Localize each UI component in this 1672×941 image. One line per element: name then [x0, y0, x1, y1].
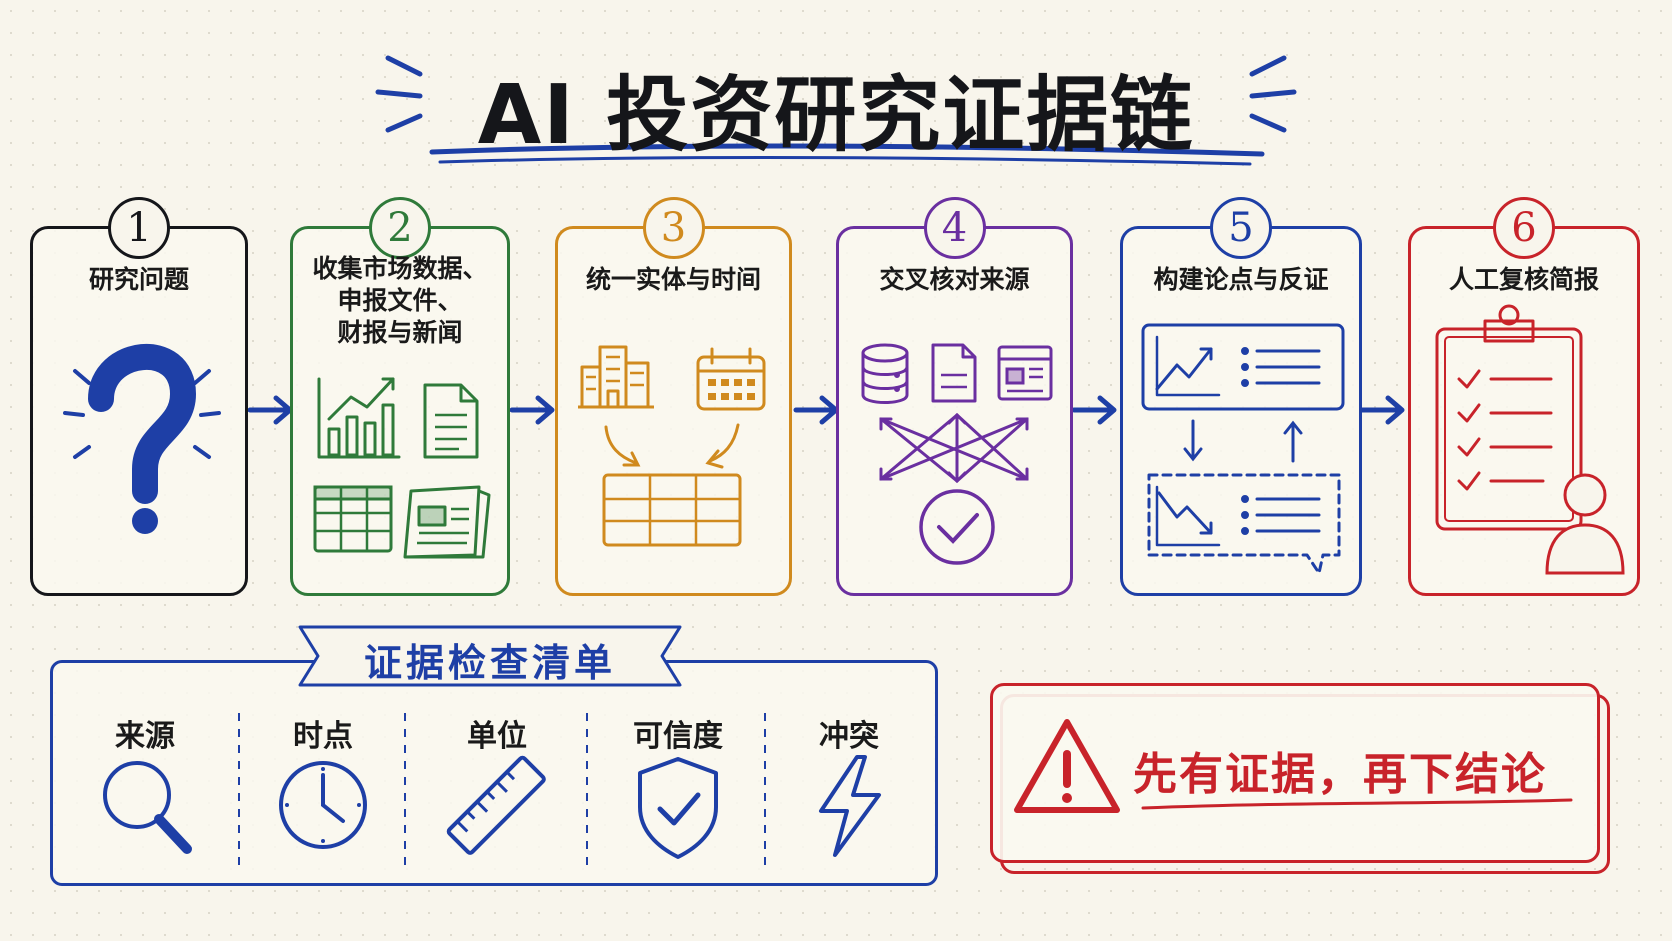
question-mark-icon [63, 344, 221, 534]
warning-triangle-icon [1014, 719, 1573, 813]
step-2-label: 收集市场数据、 申报文件、 财报与新闻 [312, 254, 488, 347]
checklist-dividers [238, 713, 766, 873]
checklist-title: 证据检查清单 [363, 641, 616, 685]
counter-evidence-card-icon [1147, 473, 1341, 575]
database-icon [861, 343, 909, 404]
report-icon [997, 345, 1053, 401]
checklist-item-label: 可信度 [633, 719, 723, 754]
step-1-card: 1 研究问题 [30, 197, 248, 596]
step-6-number: 6 [1493, 197, 1555, 259]
document-icon [931, 343, 977, 403]
warning-message: 先有证据，再下结论 [1133, 749, 1547, 800]
clock-icon [279, 761, 367, 849]
bar-chart-icon [317, 377, 401, 459]
step-5-label: 构建论点与反证 [1153, 265, 1329, 294]
step-6-card: 6 人工复核简报 [1408, 197, 1640, 596]
title-decoration [375, 55, 1297, 166]
calendar-icon [696, 347, 766, 411]
shield-check-icon [638, 757, 718, 859]
step-3-label: 统一实体与时间 [585, 265, 761, 294]
building-icon [578, 345, 654, 409]
warning-box: 先有证据，再下结论 [990, 683, 1600, 863]
table-icon [602, 473, 742, 547]
cross-check-arrows-icon [879, 412, 1029, 484]
step-6-label: 人工复核简报 [1448, 265, 1599, 294]
document-icon [423, 383, 479, 459]
step-5-number: 5 [1210, 197, 1272, 259]
ruler-icon [446, 755, 546, 855]
step-5-icons [1141, 323, 1345, 575]
checklist-item-label: 单位 [467, 719, 527, 754]
merge-arrows-icon [604, 423, 740, 469]
step-4-label: 交叉核对来源 [879, 265, 1030, 294]
newspaper-icon [403, 485, 491, 559]
exchange-arrows-icon [1183, 419, 1303, 463]
checklist-item-label: 时点 [293, 719, 353, 754]
step-5-card: 5 构建论点与反证 [1120, 197, 1362, 596]
checklist-item-conflict: 冲突 [769, 711, 929, 865]
evidence-checklist: 来源 时点 单位 可信度 冲突 [50, 660, 938, 886]
checklist-item-credibility: 可信度 [598, 711, 758, 865]
magnifier-icon [103, 761, 192, 854]
checklist-item-timing: 时点 [243, 711, 403, 865]
check-circle-icon [919, 489, 995, 565]
page-title: AI 投资研究证据链 [477, 68, 1195, 163]
step-2-icons [313, 377, 491, 559]
reviewer-person-icon [1545, 473, 1625, 575]
checklist-item-source: 来源 [65, 711, 225, 865]
thesis-card-icon [1141, 323, 1345, 411]
lightning-icon [819, 755, 881, 857]
step-4-icons [861, 343, 1053, 565]
clipboard-checklist-icon [1435, 304, 1583, 531]
step-2-card: 2 收集市场数据、 申报文件、 财报与新闻 [290, 197, 510, 596]
checklist-item-label: 冲突 [819, 719, 879, 754]
step-2-number: 2 [369, 197, 431, 259]
spreadsheet-icon [313, 485, 393, 553]
step-3-number: 3 [642, 197, 705, 259]
step-6-icons [1435, 304, 1625, 575]
step-4-number: 4 [923, 197, 986, 259]
checklist-item-label: 来源 [115, 719, 175, 754]
step-1-label: 研究问题 [88, 265, 189, 294]
title-area: AI 投资研究证据链 [0, 30, 1672, 170]
step-3-icons [578, 345, 766, 547]
step-4-card: 4 交叉核对来源 [836, 197, 1073, 596]
step-1-number: 1 [108, 197, 170, 259]
checklist-item-unit: 单位 [417, 711, 577, 865]
step-3-card: 3 统一实体与时间 [555, 197, 792, 596]
